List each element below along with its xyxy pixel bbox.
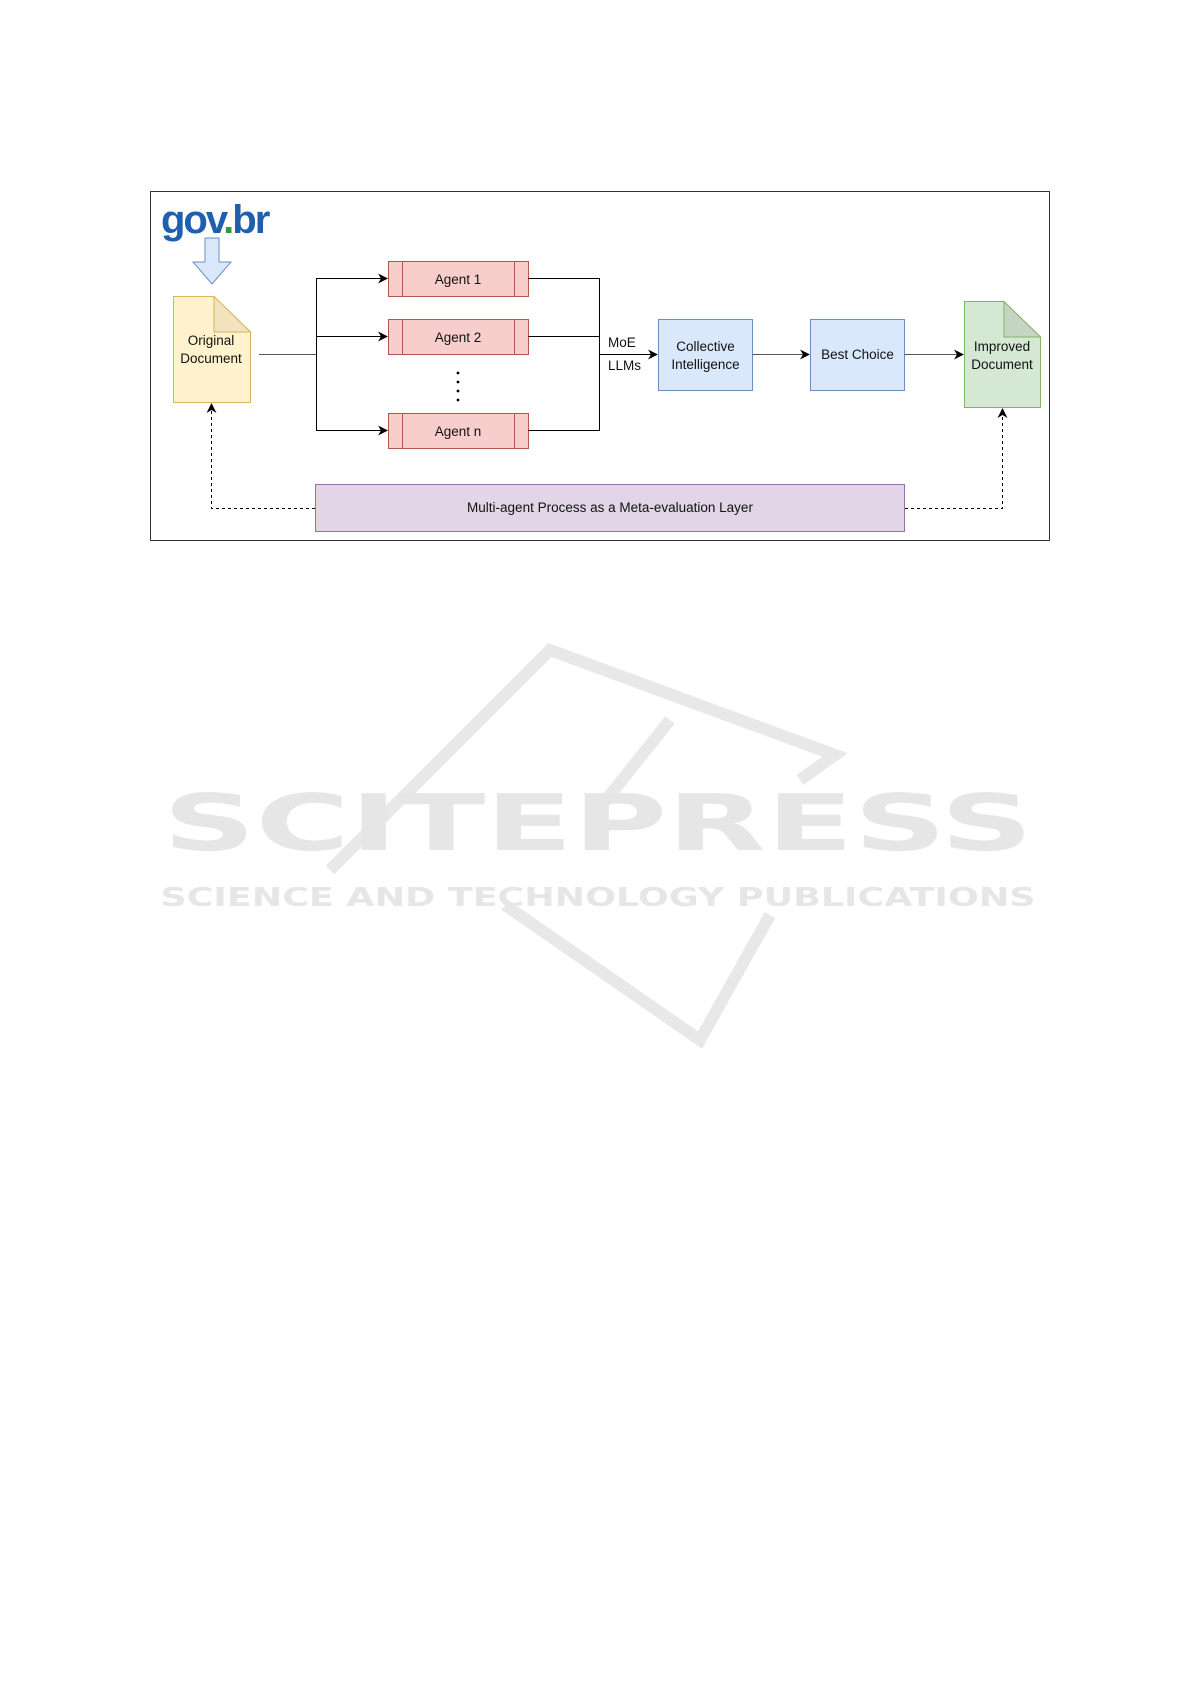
- meta-evaluation-layer-label: Multi-agent Process as a Meta-evaluation…: [467, 500, 753, 515]
- improved-document-node[interactable]: Improved Document: [964, 300, 1042, 408]
- collective-intelligence-label-2: Intelligence: [671, 357, 739, 372]
- feedback-connectors: [206, 403, 1008, 509]
- original-document-label-1: Original: [188, 333, 235, 348]
- collective-intelligence-label-1: Collective: [676, 339, 735, 354]
- watermark: SCITEPRESS SCIENCE AND TECHNOLOGY PUBLIC…: [161, 643, 1036, 1049]
- agent-n-node[interactable]: Agent n: [388, 413, 529, 449]
- improved-document-label-2: Document: [971, 357, 1033, 372]
- collective-intelligence-node[interactable]: Collective Intelligence: [658, 319, 753, 391]
- ellipsis-dots: [456, 371, 460, 402]
- svg-text:gov.br: gov.br: [161, 198, 270, 242]
- improved-document-label-1: Improved: [974, 339, 1030, 354]
- best-choice-node[interactable]: Best Choice: [810, 319, 905, 391]
- moe-label: MoE: [608, 335, 636, 350]
- figure-frame: [150, 191, 1050, 541]
- best-choice-label: Best Choice: [821, 347, 894, 362]
- govbr-logo: gov.br: [161, 198, 272, 242]
- original-document-label-2: Document: [180, 351, 242, 366]
- agent-2-node[interactable]: Agent 2: [388, 319, 529, 355]
- agent-n-label: Agent n: [435, 424, 482, 439]
- agent-1-node[interactable]: Agent 1: [388, 261, 529, 297]
- split-connectors: [259, 273, 388, 436]
- llms-label: LLMs: [608, 358, 641, 373]
- meta-evaluation-layer-node[interactable]: Multi-agent Process as a Meta-evaluation…: [315, 484, 905, 532]
- watermark-book-icon: [325, 643, 848, 1049]
- watermark-title: SCITEPRESS: [163, 779, 1033, 869]
- watermark-subtitle: SCIENCE AND TECHNOLOGY PUBLICATIONS: [161, 883, 1036, 913]
- agent-2-label: Agent 2: [435, 330, 482, 345]
- original-document-node[interactable]: Original Document: [173, 295, 252, 403]
- agent-1-label: Agent 1: [435, 272, 482, 287]
- down-arrow-icon: [191, 237, 233, 285]
- merge-connectors: [528, 278, 658, 431]
